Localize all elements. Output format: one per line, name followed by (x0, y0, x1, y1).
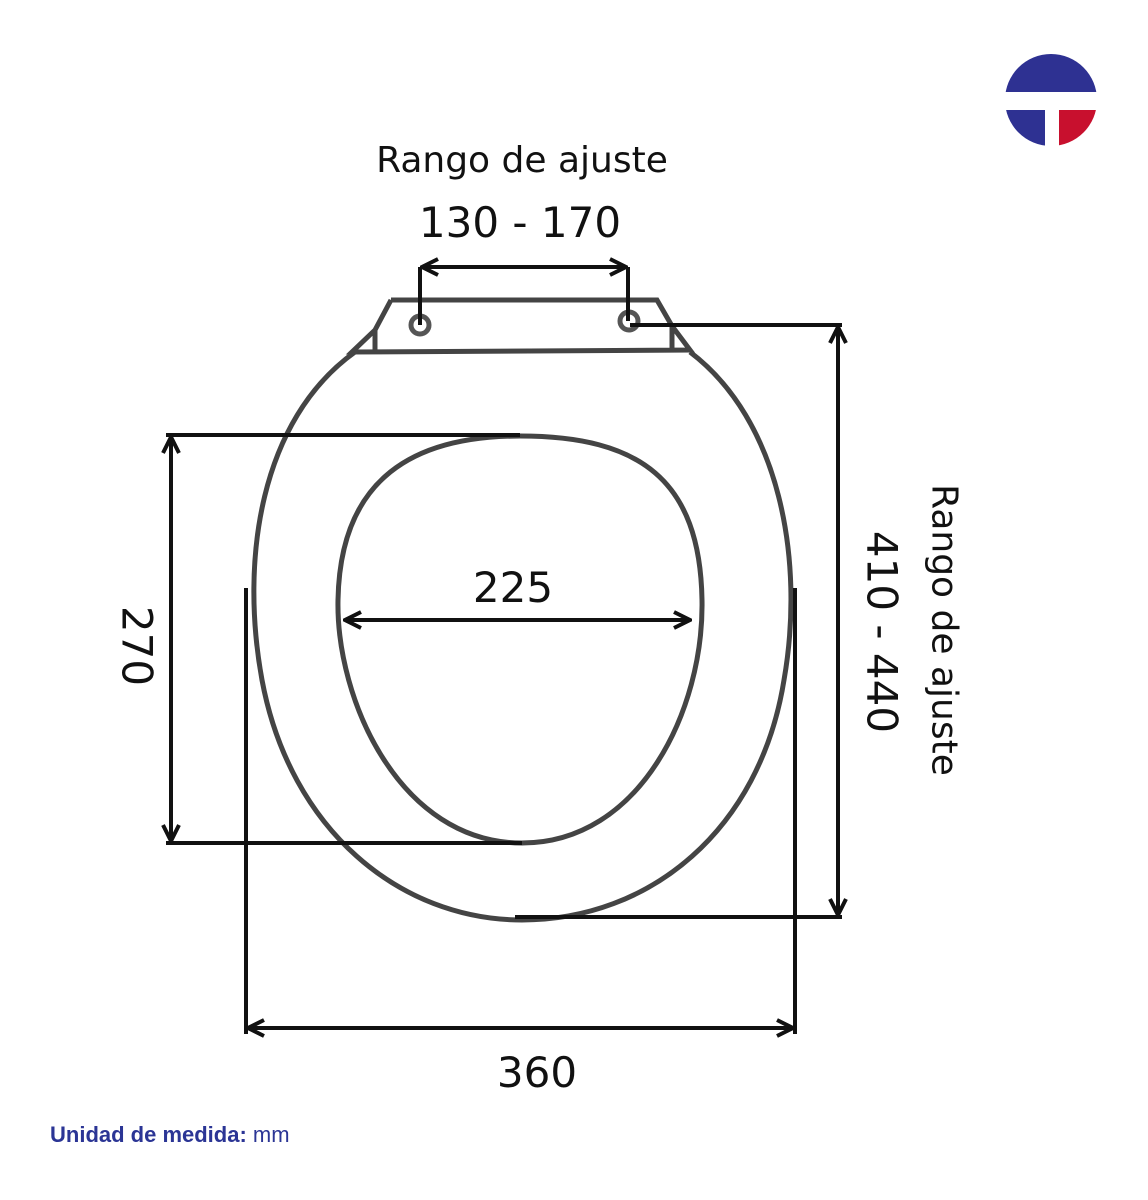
outer-width-dimension (244, 588, 797, 1034)
unit-note-label: Unidad de medida: (50, 1122, 247, 1147)
hinge-range-title: Rango de ajuste (376, 140, 668, 181)
length-range-title: Rango de ajuste (924, 484, 965, 776)
seat-outer-outline (251, 349, 794, 923)
outer-width-value: 360 (497, 1048, 577, 1097)
unit-note: Unidad de medida: mm (50, 1122, 290, 1148)
inner-length-dimension (166, 433, 522, 845)
length-range-value: 410 - 440 (858, 531, 907, 733)
hinge-range-dimension (418, 267, 630, 325)
inner-width-value: 225 (473, 563, 553, 612)
inner-length-value: 270 (113, 606, 162, 686)
seat-inner-opening (335, 433, 705, 846)
hinge-range-value: 130 - 170 (419, 198, 621, 247)
unit-note-value: mm (252, 1122, 290, 1147)
length-range-dimension (515, 323, 842, 919)
brand-logo (1005, 54, 1097, 146)
